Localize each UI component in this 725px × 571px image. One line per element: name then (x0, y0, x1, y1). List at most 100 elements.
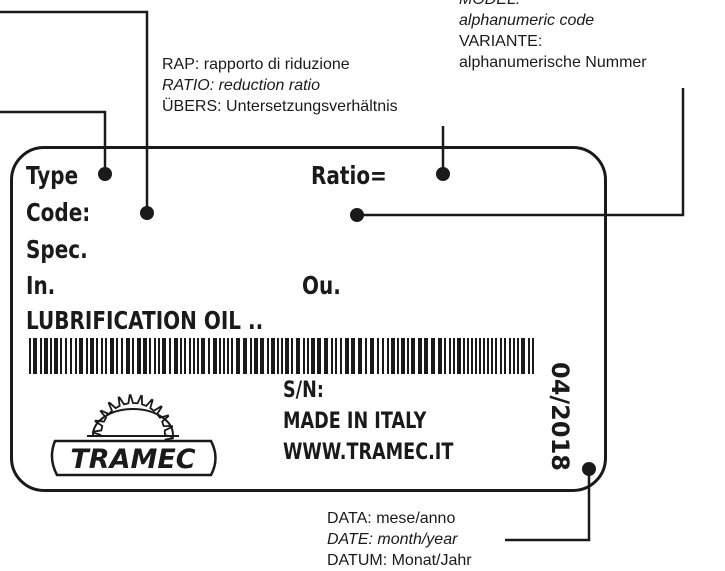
barcode-bar (29, 338, 31, 374)
barcode-bar (236, 338, 240, 374)
tramec-logo: TRAMEC (50, 394, 217, 477)
barcode-bar (40, 338, 42, 374)
barcode-bar (90, 338, 94, 374)
barcode-bar (382, 338, 384, 374)
barcode-bar (243, 338, 247, 374)
annotation-model: MODEL: alphanumeric code VARIANTE: alpha… (459, 0, 647, 73)
barcode-bar (479, 338, 481, 374)
barcode-bar (491, 338, 493, 374)
barcode-bar (197, 338, 199, 374)
barcode-bar (285, 338, 289, 374)
barcode-bar (65, 338, 67, 374)
barcode-bar (418, 338, 422, 374)
lubrication-label: LUBRIFICATION OIL .. (26, 306, 264, 335)
gear-icon (92, 394, 174, 441)
barcode-bar (509, 338, 511, 374)
dot-ratio (436, 167, 450, 181)
leader-model (357, 88, 685, 217)
barcode-bar (387, 338, 389, 374)
barcode-bar (33, 338, 37, 374)
barcode-bar (132, 338, 134, 374)
barcode-bar (424, 338, 428, 374)
code-label: Code: (26, 198, 91, 227)
barcode-bar (365, 338, 367, 374)
leader-code (0, 10, 149, 212)
barcode-bar (311, 338, 315, 374)
barcode-bar (254, 338, 258, 374)
barcode-bar (495, 338, 497, 374)
barcode-bar (44, 338, 48, 374)
type-label: Type (26, 161, 79, 190)
logo-text: TRAMEC (70, 444, 195, 475)
barcode-bar (449, 338, 451, 374)
barcode-bar (116, 338, 118, 374)
barcode-bar (169, 338, 171, 374)
barcode-bar (250, 338, 252, 374)
barcode-bar (391, 338, 395, 374)
barcode-bar (335, 338, 337, 374)
barcode-bar (331, 338, 333, 374)
annotation-ratio-line3: ÜBERS: Untersetzungsverhältnis (162, 98, 398, 115)
nameplate (10, 146, 607, 492)
barcode-bar (431, 338, 435, 374)
barcode-bar (500, 338, 502, 374)
dot-type (98, 167, 112, 181)
date-value: 04/2018 (546, 362, 574, 471)
barcode-bar (60, 338, 62, 374)
barcode-bar (201, 338, 205, 374)
barcode-bar (324, 338, 328, 374)
leader-date (505, 470, 591, 542)
dot-model (350, 208, 364, 222)
ratio-label: Ratio= (311, 161, 387, 190)
annotation-date-line2: DATE: month/year (327, 531, 458, 548)
barcode-bar (475, 338, 477, 374)
annotation-date-line3: DATUM: Monat/Jahr (327, 552, 472, 569)
barcode-bar (521, 338, 525, 374)
annotation-model-line4: alphanumerische Nummer (459, 54, 647, 71)
barcode-bar (208, 338, 210, 374)
barcode-bar (317, 338, 321, 374)
barcode-bar (487, 338, 489, 374)
annotation-ratio-line2: RATIO: reduction ratio (162, 77, 320, 94)
barcode-bar (143, 338, 147, 374)
barcode-bar (453, 338, 455, 374)
in-label: In. (26, 271, 56, 300)
out-label: Ou. (302, 271, 341, 300)
barcode-bar (184, 338, 186, 374)
barcode-bar (105, 338, 107, 374)
barcode-bar (307, 338, 309, 374)
barcode-bar (532, 338, 534, 374)
barcode-bar (504, 338, 506, 374)
barcode-bar (471, 338, 473, 374)
barcode-bar (227, 338, 229, 374)
barcode-bar (193, 338, 195, 374)
barcode-bar (517, 338, 519, 374)
barcode-bar (54, 338, 58, 374)
barcode-bar (223, 338, 225, 374)
barcode-bar (296, 338, 300, 374)
barcode-bar (121, 338, 123, 374)
barcode-bar (70, 338, 72, 374)
barcode-bar (75, 338, 77, 374)
barcode-bar (267, 338, 269, 374)
barcode-bar (101, 338, 103, 374)
annotation-ratio: RAP: rapporto di riduzione RATIO: reduct… (162, 54, 398, 117)
barcode-bar (154, 338, 156, 374)
barcode-bar (303, 338, 305, 374)
barcode-bar (149, 338, 151, 374)
barcode-bar (231, 338, 233, 374)
barcode-bar (137, 338, 141, 374)
barcode-bar (180, 338, 182, 374)
barcode-bar (189, 338, 191, 374)
barcode-bar (401, 338, 405, 374)
barcode-bar (79, 338, 83, 374)
leader-type (0, 110, 107, 172)
annotation-model-line1: MODEL: (459, 0, 647, 10)
barcode-bar (50, 338, 52, 374)
dot-code (140, 206, 154, 220)
barcode-bar (444, 338, 446, 374)
annotation-model-line2: alphanumeric code (459, 12, 595, 29)
annotation-model-line3: VARIANTE: (459, 33, 543, 50)
barcode-bar (260, 338, 264, 374)
website-label: WWW.TRAMEC.IT (283, 440, 454, 465)
